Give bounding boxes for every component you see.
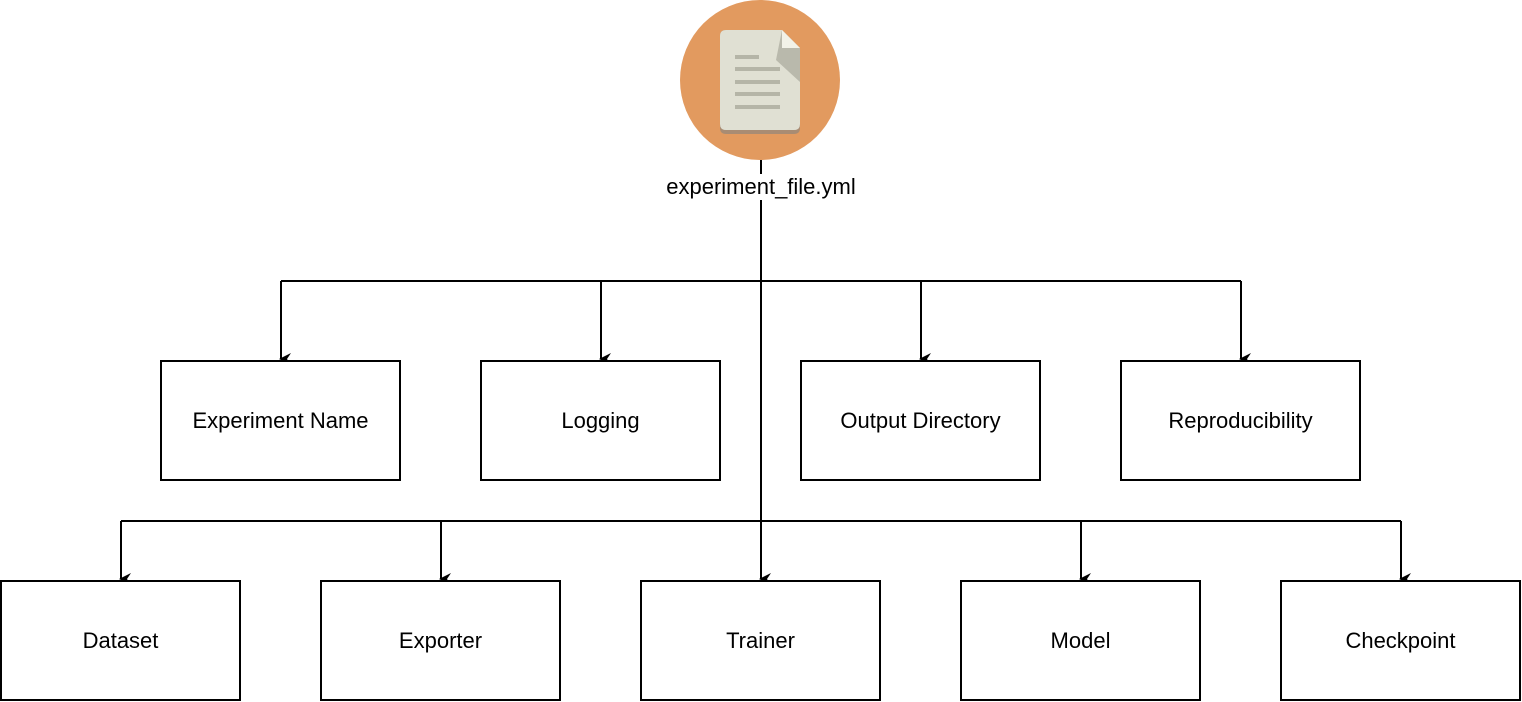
node-checkpoint[interactable]: Checkpoint <box>1280 580 1521 701</box>
connectors <box>119 160 1411 585</box>
node-output-directory[interactable]: Output Directory <box>800 360 1041 481</box>
node-exporter[interactable]: Exporter <box>320 580 561 701</box>
node-model[interactable]: Model <box>960 580 1201 701</box>
node-dataset[interactable]: Dataset <box>0 580 241 701</box>
node-reproducibility[interactable]: Reproducibility <box>1120 360 1361 481</box>
root-file-label: experiment_file.yml <box>611 174 911 200</box>
node-trainer[interactable]: Trainer <box>640 580 881 701</box>
node-experiment-name[interactable]: Experiment Name <box>160 360 401 481</box>
node-logging[interactable]: Logging <box>480 360 721 481</box>
document-icon[interactable] <box>680 0 840 160</box>
